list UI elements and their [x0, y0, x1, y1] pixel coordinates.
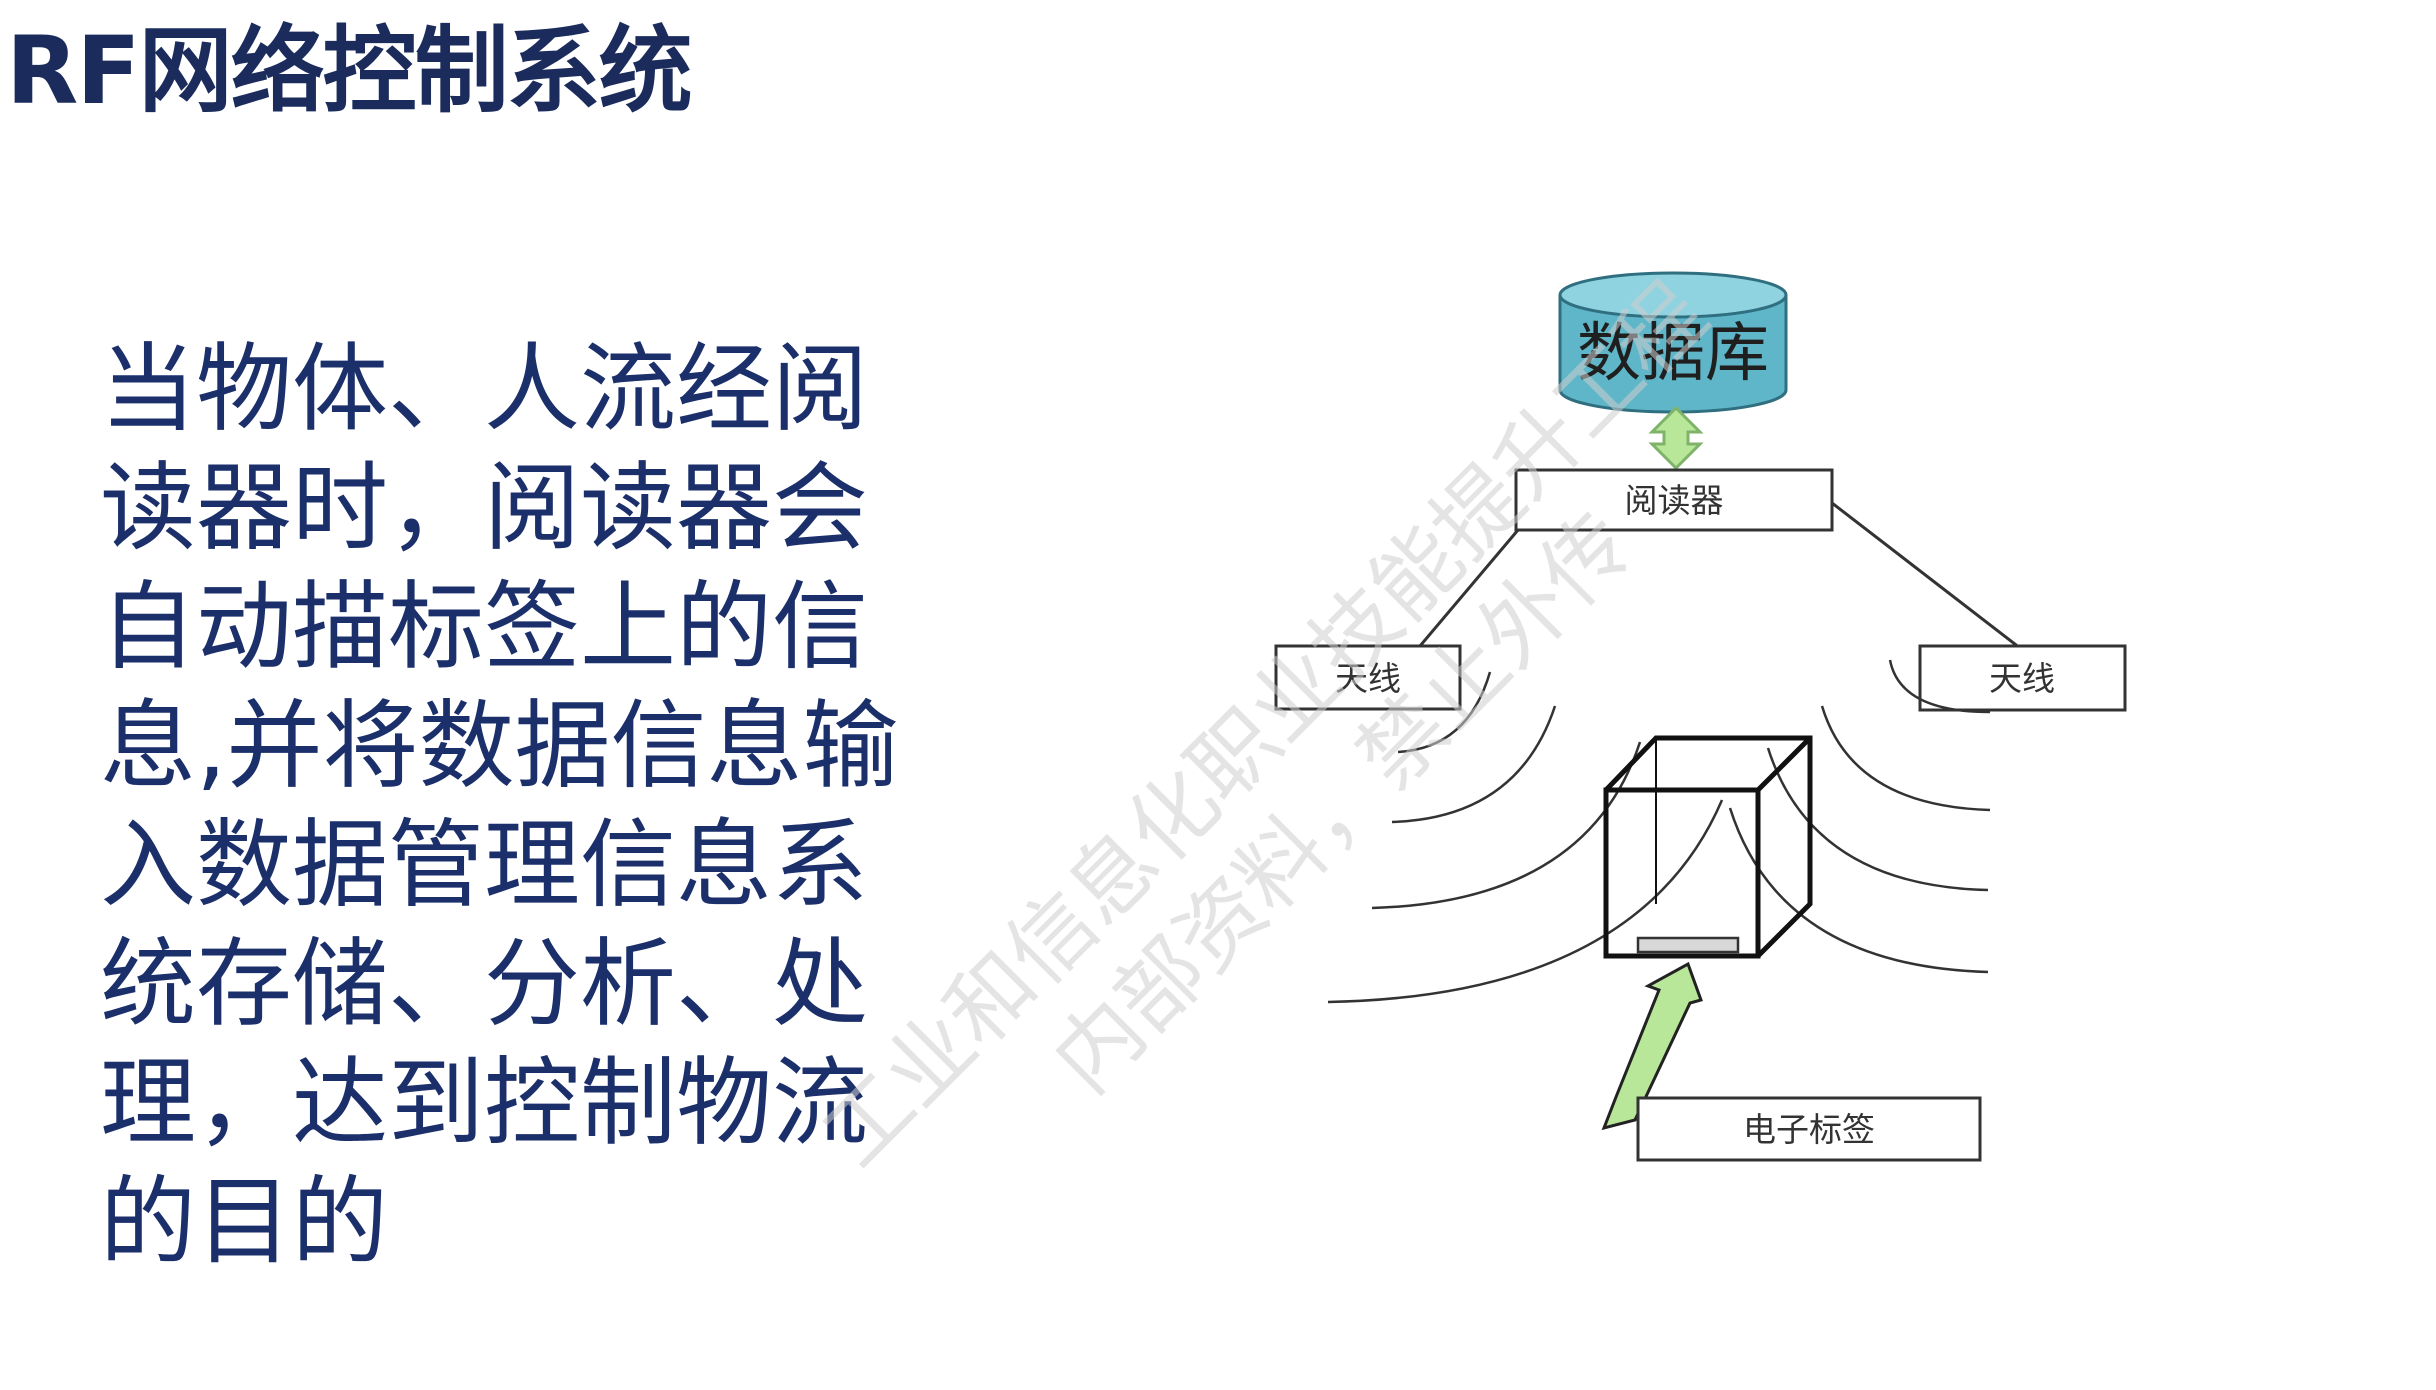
antenna-right: 天线: [1918, 644, 2127, 712]
database-label: 数据库: [1577, 317, 1769, 391]
tag-label-box: 电子标签: [1636, 1096, 1982, 1162]
body-line: 当物体、人流经阅: [100, 333, 868, 445]
body-text: 当物体、人流经阅 读器时，阅读器会 自动描标签上的信 息,并将数据信息输 入数据…: [100, 330, 930, 1282]
antenna-left-label: 天线: [1335, 659, 1401, 698]
reader-antenna-left-line: [1418, 529, 1520, 647]
database-cylinder: 数据库: [1558, 271, 1788, 414]
radio-waves-right: [1728, 659, 1991, 974]
reader-box: 阅读器: [1514, 468, 1834, 532]
body-line: 的目的: [100, 1166, 388, 1278]
reader-antenna-right-line: [1831, 501, 2021, 650]
tag-arrow: [1601, 961, 1703, 1131]
antenna-left: 天线: [1274, 644, 1462, 711]
body-line: 入数据管理信息系: [100, 809, 868, 921]
reader-label: 阅读器: [1625, 481, 1724, 520]
tag-strip: [1636, 936, 1740, 954]
radio-waves-left: [1327, 671, 1724, 1004]
antenna-right-label: 天线: [1989, 659, 2055, 698]
double-arrow: [1648, 405, 1704, 471]
slide-title: RF网络控制系统: [6, 17, 693, 126]
watermark-line-1: 工业和信息化职业技能提升工程: [804, 264, 1726, 1186]
body-line: 息,并将数据信息输: [100, 690, 899, 802]
object-box: [1603, 735, 1813, 959]
body-line: 统存储、分析、处: [100, 928, 868, 1040]
tag-label: 电子标签: [1743, 1110, 1875, 1149]
body-line: 读器时，阅读器会: [100, 452, 868, 564]
body-line: 自动描标签上的信: [100, 571, 868, 683]
body-line: 理，达到控制物流: [100, 1047, 868, 1159]
